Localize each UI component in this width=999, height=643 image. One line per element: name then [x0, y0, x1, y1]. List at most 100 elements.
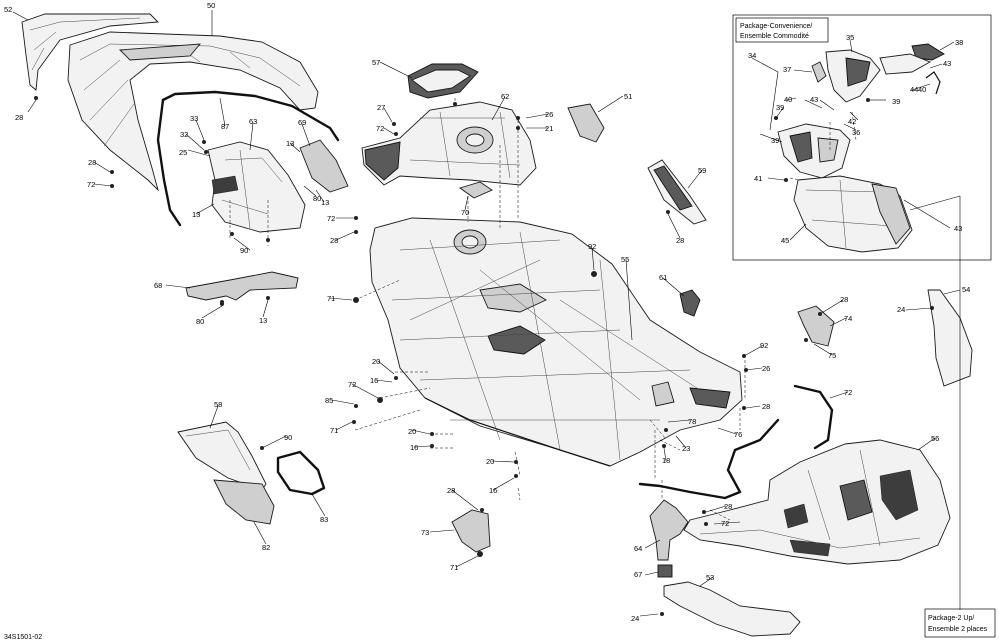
callout-71: 71 [330, 426, 338, 435]
callout-28: 28 [676, 236, 684, 245]
callout-85: 85 [325, 396, 333, 405]
callout-37: 37 [783, 65, 791, 74]
callout-61: 61 [659, 273, 667, 282]
callout-28: 28 [447, 486, 455, 495]
callout-50: 50 [207, 1, 215, 10]
callout-38: 38 [955, 38, 963, 47]
callout-90: 90 [284, 433, 292, 442]
callout-16: 16 [370, 376, 378, 385]
callout-70: 70 [461, 208, 469, 217]
callout-56: 56 [931, 434, 939, 443]
part-73-bracket [451, 509, 491, 553]
callout-39: 39 [776, 103, 784, 112]
callout-43: 43 [943, 59, 951, 68]
callout-53: 53 [706, 573, 714, 582]
part-74-bracket [797, 305, 835, 347]
callout-72: 72 [844, 388, 852, 397]
note-line-2: Ensemble 2 places [928, 626, 988, 633]
callout-42: 42 [848, 117, 856, 126]
callout-25: 25 [179, 148, 187, 157]
part-64-support [649, 499, 689, 561]
callout-63: 63 [249, 117, 257, 126]
callout-57: 57 [372, 58, 380, 67]
part-82-pad [213, 479, 275, 525]
part-56-front-bumper [683, 439, 951, 565]
callout-51: 51 [624, 92, 632, 101]
part-37 [811, 61, 827, 83]
callout-45: 45 [781, 236, 789, 245]
callout-67: 67 [634, 570, 642, 579]
callout-23: 23 [682, 444, 690, 453]
callout-83: 83 [320, 515, 328, 524]
part-53-trim [663, 581, 801, 637]
callout-71: 71 [450, 563, 458, 572]
callout-80: 80 [196, 317, 204, 326]
callout-59: 59 [698, 166, 706, 175]
callout-71: 71 [327, 294, 335, 303]
part-85-seal [793, 384, 834, 450]
callout-72: 72 [87, 180, 95, 189]
part-42 [925, 71, 941, 95]
callout-13: 13 [321, 198, 329, 207]
fasteners [34, 96, 934, 616]
callout-26: 26 [545, 110, 553, 119]
callout-20: 20 [486, 457, 494, 466]
inset-label-box [735, 17, 829, 43]
callout-82: 82 [262, 543, 270, 552]
part-69-bracket [299, 139, 349, 193]
part-58-lower-cover [177, 421, 267, 491]
inset-label-line-1: Package-Convenience/ [740, 23, 812, 30]
callout-26: 26 [762, 364, 770, 373]
callout-58: 58 [214, 400, 222, 409]
part-70 [458, 181, 493, 199]
callout-13: 13 [286, 139, 294, 148]
callout-16: 16 [410, 443, 418, 452]
callout-41: 41 [754, 174, 762, 183]
part-61 [679, 289, 701, 317]
callout-20: 20 [372, 357, 380, 366]
part-51 [567, 103, 605, 143]
part-63-center-cover [207, 141, 306, 233]
callout-28: 28 [15, 113, 23, 122]
part-62-console [361, 101, 537, 186]
callout-69: 69 [298, 118, 306, 127]
callout-28: 28 [330, 236, 338, 245]
part-83-seal [276, 450, 326, 496]
callout-35: 35 [846, 33, 854, 42]
callout-40: 40 [784, 95, 792, 104]
callout-24: 24 [631, 614, 639, 623]
callout-55: 55 [621, 255, 629, 264]
callout-20: 20 [408, 427, 416, 436]
callout-73: 73 [421, 528, 429, 537]
callout-54: 54 [962, 285, 970, 294]
callout-92: 92 [760, 341, 768, 350]
part-52-side-cover [21, 13, 160, 91]
callout-39: 39 [771, 136, 779, 145]
part-67-bushing [657, 564, 673, 578]
callout-68: 68 [154, 281, 162, 290]
callout-80: 80 [313, 194, 321, 203]
callout-72: 72 [721, 519, 729, 528]
part-87-seal [161, 90, 340, 142]
callout-27: 27 [377, 103, 385, 112]
callout-13: 13 [259, 316, 267, 325]
callout-13: 13 [192, 210, 200, 219]
callout-74: 74 [844, 314, 852, 323]
callout-40: 40 [918, 85, 926, 94]
callout-18: 18 [662, 456, 670, 465]
callout-90: 90 [240, 246, 248, 255]
note-box [924, 608, 996, 638]
part-68-bracket [185, 271, 299, 301]
callout-92: 92 [588, 242, 596, 251]
callout-28: 28 [840, 295, 848, 304]
callout-72: 72 [376, 124, 384, 133]
part-36 [777, 123, 851, 179]
callout-52: 52 [4, 5, 12, 14]
callout-32: 32 [180, 130, 188, 139]
callout-16: 16 [489, 486, 497, 495]
callout-28: 28 [724, 502, 732, 511]
drawing-code: 34S1501-02 [4, 634, 42, 641]
inset-label-line-2: Ensemble Commodité [740, 33, 809, 40]
